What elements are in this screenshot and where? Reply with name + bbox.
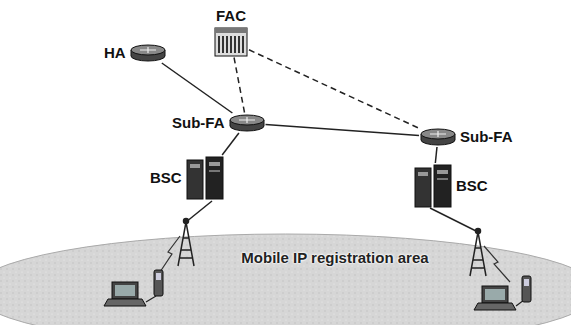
node-label: HA — [104, 45, 126, 62]
node-label: Sub-FA — [172, 115, 225, 132]
control-link — [234, 58, 245, 114]
bsc-cabinet-icon — [186, 156, 224, 200]
fac-server: FAC — [214, 8, 248, 57]
area-ellipse — [0, 232, 571, 325]
network-link — [435, 147, 437, 163]
bsc-node: BSC — [414, 164, 488, 208]
node-label: FAC — [216, 8, 246, 25]
link-line — [430, 208, 478, 232]
control-link — [249, 50, 419, 128]
node-label: Sub-FA — [460, 129, 513, 146]
sub-fa-router: Sub-FA — [172, 114, 265, 132]
registration-area: Mobile IP registration area — [0, 232, 571, 325]
mobile-phone — [154, 270, 163, 296]
router-icon — [229, 114, 265, 132]
bsc-cabinet-icon — [414, 164, 452, 208]
server-icon — [214, 27, 248, 57]
area-label: Mobile IP registration area — [241, 250, 428, 267]
network-link — [162, 63, 233, 113]
node-label: BSC — [456, 178, 488, 195]
home-agent: HA — [104, 44, 166, 62]
link-line — [186, 201, 212, 222]
sub-fa-router: Sub-FA — [420, 128, 513, 146]
network-link — [222, 133, 239, 155]
mobile-phone — [522, 276, 531, 302]
router-icon — [130, 44, 166, 62]
bsc-node: BSC — [150, 156, 224, 200]
node-label: BSC — [150, 170, 182, 187]
router-icon — [420, 128, 456, 146]
network-link — [266, 124, 420, 135]
